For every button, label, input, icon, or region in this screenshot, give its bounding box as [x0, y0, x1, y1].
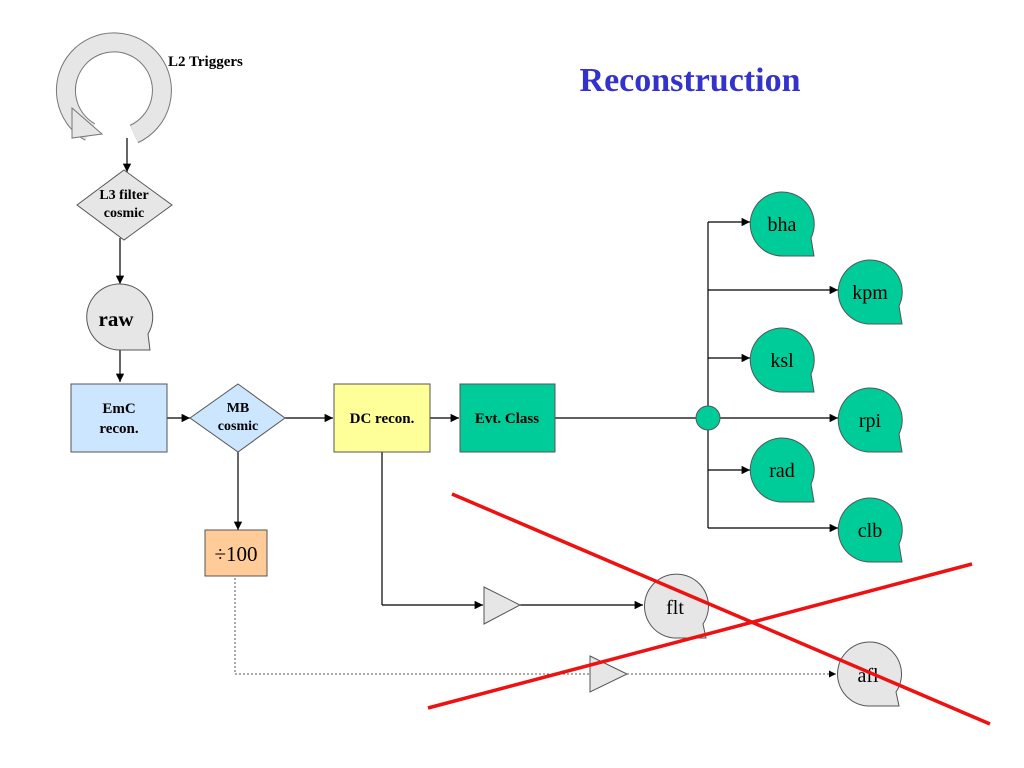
- l3-filter-label-line2: cosmic: [104, 206, 144, 221]
- stream-tape-shape: [749, 437, 815, 503]
- l3-filter-decision: L3 filter cosmic: [76, 169, 173, 241]
- stream-rad: rad: [749, 437, 815, 503]
- trigger-cycle-icon: [55, 32, 172, 144]
- prescale-box: ÷100: [204, 529, 268, 577]
- stream-tape-shape: [837, 259, 903, 325]
- stream-tape-shape: [837, 387, 903, 453]
- stream-junction: [695, 405, 721, 431]
- evt-class-box: Evt. Class: [459, 383, 556, 453]
- stream-kpm: kpm: [837, 259, 903, 325]
- cross-out: [427, 492, 991, 726]
- mb-cosmic-decision: MB cosmic: [189, 383, 286, 453]
- connectors: [115, 138, 838, 610]
- stream-bha: bha: [749, 191, 815, 257]
- stream-tape-shape: [749, 327, 815, 393]
- stream-label: clb: [858, 520, 882, 542]
- dc-recon-label: DC recon.: [350, 411, 415, 427]
- raw-label: raw: [99, 307, 135, 331]
- stream-clb: clb: [837, 497, 903, 563]
- stream-tape-shape: [749, 191, 815, 257]
- l3-filter-label-line1: L3 filter: [99, 188, 148, 203]
- prescale-label: ÷100: [214, 542, 257, 566]
- emc-recon-line1: EmC: [102, 401, 135, 417]
- stream-label: kpm: [852, 282, 888, 304]
- stream-label: bha: [768, 214, 797, 236]
- emc-recon-box: EmC recon.: [70, 383, 168, 453]
- triggers-label: L2 Triggers: [168, 54, 243, 70]
- mb-cosmic-line1: MB: [227, 401, 250, 416]
- stream-tape-shape: [837, 497, 903, 563]
- stream-ksl: ksl: [749, 327, 815, 393]
- flt-label: flt: [666, 597, 684, 619]
- raw-storage: raw: [86, 283, 154, 351]
- output-streams: bha kpm ksl rpi rad clb: [749, 191, 903, 563]
- stream-label: rpi: [859, 410, 882, 432]
- flt-storage: flt: [644, 573, 709, 639]
- dotted-connector: [234, 578, 836, 678]
- afl-buffer-triangle: [589, 655, 629, 693]
- mb-cosmic-line2: cosmic: [218, 419, 258, 434]
- dc-recon-box: DC recon.: [333, 383, 431, 453]
- stream-label: ksl: [770, 350, 794, 372]
- stream-label: rad: [769, 460, 795, 482]
- stream-rpi: rpi: [837, 387, 903, 453]
- flt-buffer-triangle: [483, 586, 522, 625]
- emc-recon-line2: recon.: [99, 421, 139, 437]
- page-title: Reconstruction: [579, 62, 801, 99]
- evt-class-label: Evt. Class: [475, 411, 539, 427]
